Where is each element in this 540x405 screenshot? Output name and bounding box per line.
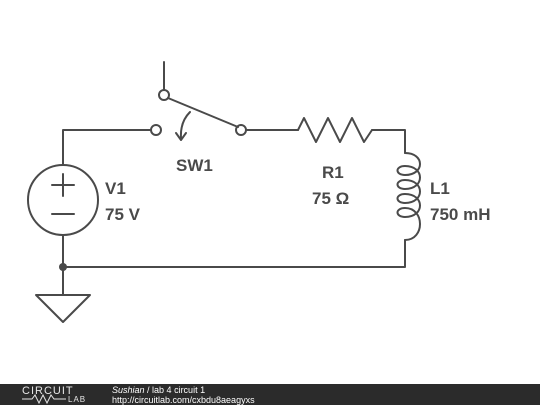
footer-bar: CIRCUIT LAB Sushian / lab 4 circuit 1 ht… <box>0 384 540 405</box>
circuit-url-link[interactable]: http://circuitlab.com/cxbdu8aeagyxs <box>112 395 255 405</box>
source-value-label: 75 V <box>105 205 141 224</box>
switch-blade <box>167 97 239 128</box>
switch-arrow-arc <box>179 111 191 139</box>
ground-icon <box>35 294 91 323</box>
voltage-source-icon <box>27 164 99 236</box>
switch-left-terminal <box>150 124 162 136</box>
wire-source-to-switch <box>62 129 152 166</box>
resistor-icon <box>297 117 373 143</box>
footer-title-line: Sushian / lab 4 circuit 1 <box>112 385 205 395</box>
switch-name-label: SW1 <box>176 156 213 175</box>
schematic-diagram: V1 75 V SW1 R1 75 Ω L1 750 mH <box>27 61 490 323</box>
resistor-name-label: R1 <box>322 163 344 182</box>
source-name-label: V1 <box>105 179 126 198</box>
switch-arrow-head <box>175 132 187 141</box>
resistor-value-label: 75 Ω <box>312 189 349 208</box>
title-separator: / <box>144 385 153 395</box>
inductor-icon <box>396 152 421 241</box>
circuit-title[interactable]: lab 4 circuit 1 <box>152 385 206 395</box>
logo-resistor-icon <box>22 394 66 404</box>
wire-inductor-to-ground <box>62 239 406 268</box>
inductor-name-label: L1 <box>430 179 450 198</box>
inductor-value-label: 750 mH <box>430 205 490 224</box>
junction-dot <box>59 263 67 271</box>
circuitlab-logo[interactable]: CIRCUIT LAB <box>22 384 94 405</box>
wire-resistor-to-inductor <box>371 129 406 154</box>
logo-wordmark-bottom: LAB <box>68 395 87 404</box>
logo-wordmark-top: CIRCUIT <box>22 385 74 397</box>
author-link[interactable]: Sushian <box>112 385 145 395</box>
